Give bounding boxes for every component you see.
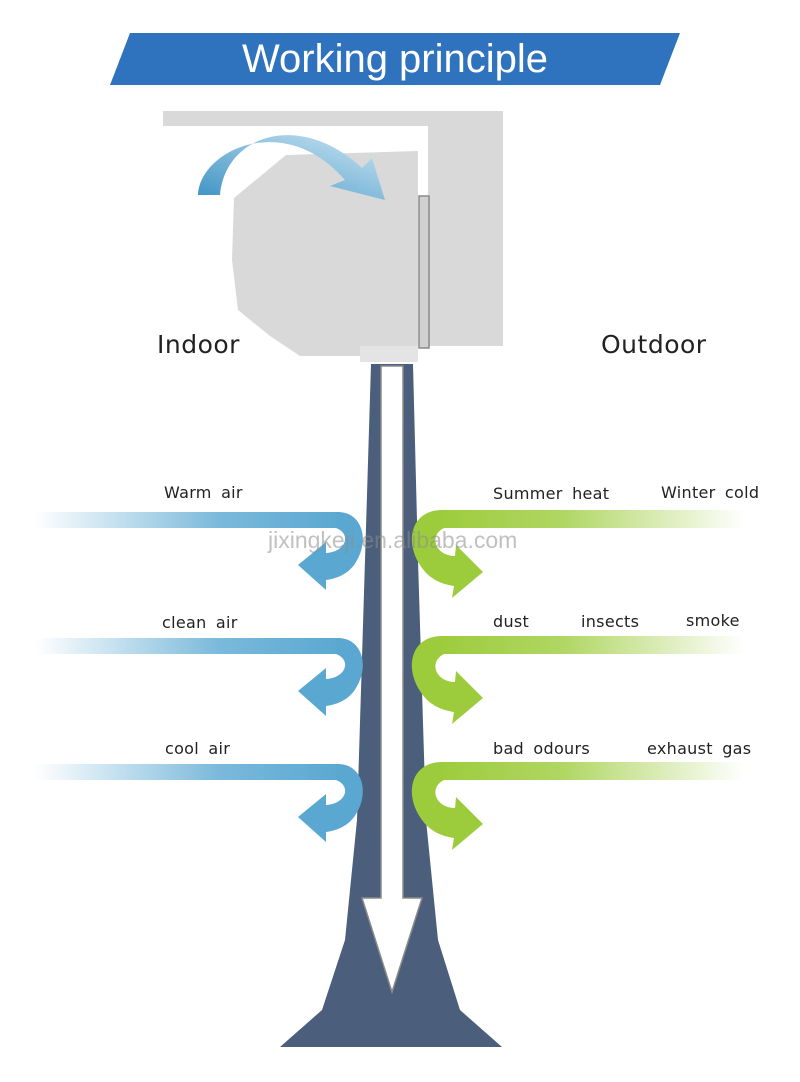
watermark-text: jixingkeji.en.alibaba.com — [268, 527, 518, 553]
indoor-flow-1 — [35, 512, 363, 590]
wall-top — [163, 111, 503, 126]
unit-base — [360, 346, 418, 362]
outdoor-row-3-label-b: exhaust gas — [647, 739, 752, 758]
wall-outdoor-side — [428, 111, 503, 346]
outdoor-flow-2 — [411, 636, 745, 724]
pipe-inner-arrow — [360, 365, 424, 995]
indoor-row-2-label: clean air — [162, 613, 238, 632]
outdoor-row-2-label-a: dust — [493, 612, 530, 631]
indoor-flow-3 — [35, 764, 363, 842]
wall-panel — [418, 195, 430, 349]
outdoor-label: Outdoor — [601, 330, 707, 359]
diagram-title: Working principle — [241, 37, 549, 81]
airflow-curve-arrow — [198, 135, 385, 200]
outdoor-row-1-label-b: Winter cold — [661, 483, 760, 502]
indoor-label: Indoor — [157, 330, 240, 359]
indoor-unit — [232, 151, 418, 356]
indoor-flow-2 — [35, 638, 363, 716]
outdoor-flow-1 — [411, 510, 745, 598]
title-banner — [110, 33, 680, 85]
indoor-row-1-label: Warm air — [164, 483, 243, 502]
outdoor-row-2-label-c: smoke — [686, 611, 740, 630]
indoor-row-3-label: cool air — [165, 739, 231, 758]
outdoor-row-2-label-b: insects — [581, 612, 640, 631]
outdoor-flow-3 — [411, 762, 745, 850]
outdoor-row-3-label-a: bad odours — [493, 739, 590, 758]
outdoor-row-1-label-a: Summer heat — [493, 484, 610, 503]
